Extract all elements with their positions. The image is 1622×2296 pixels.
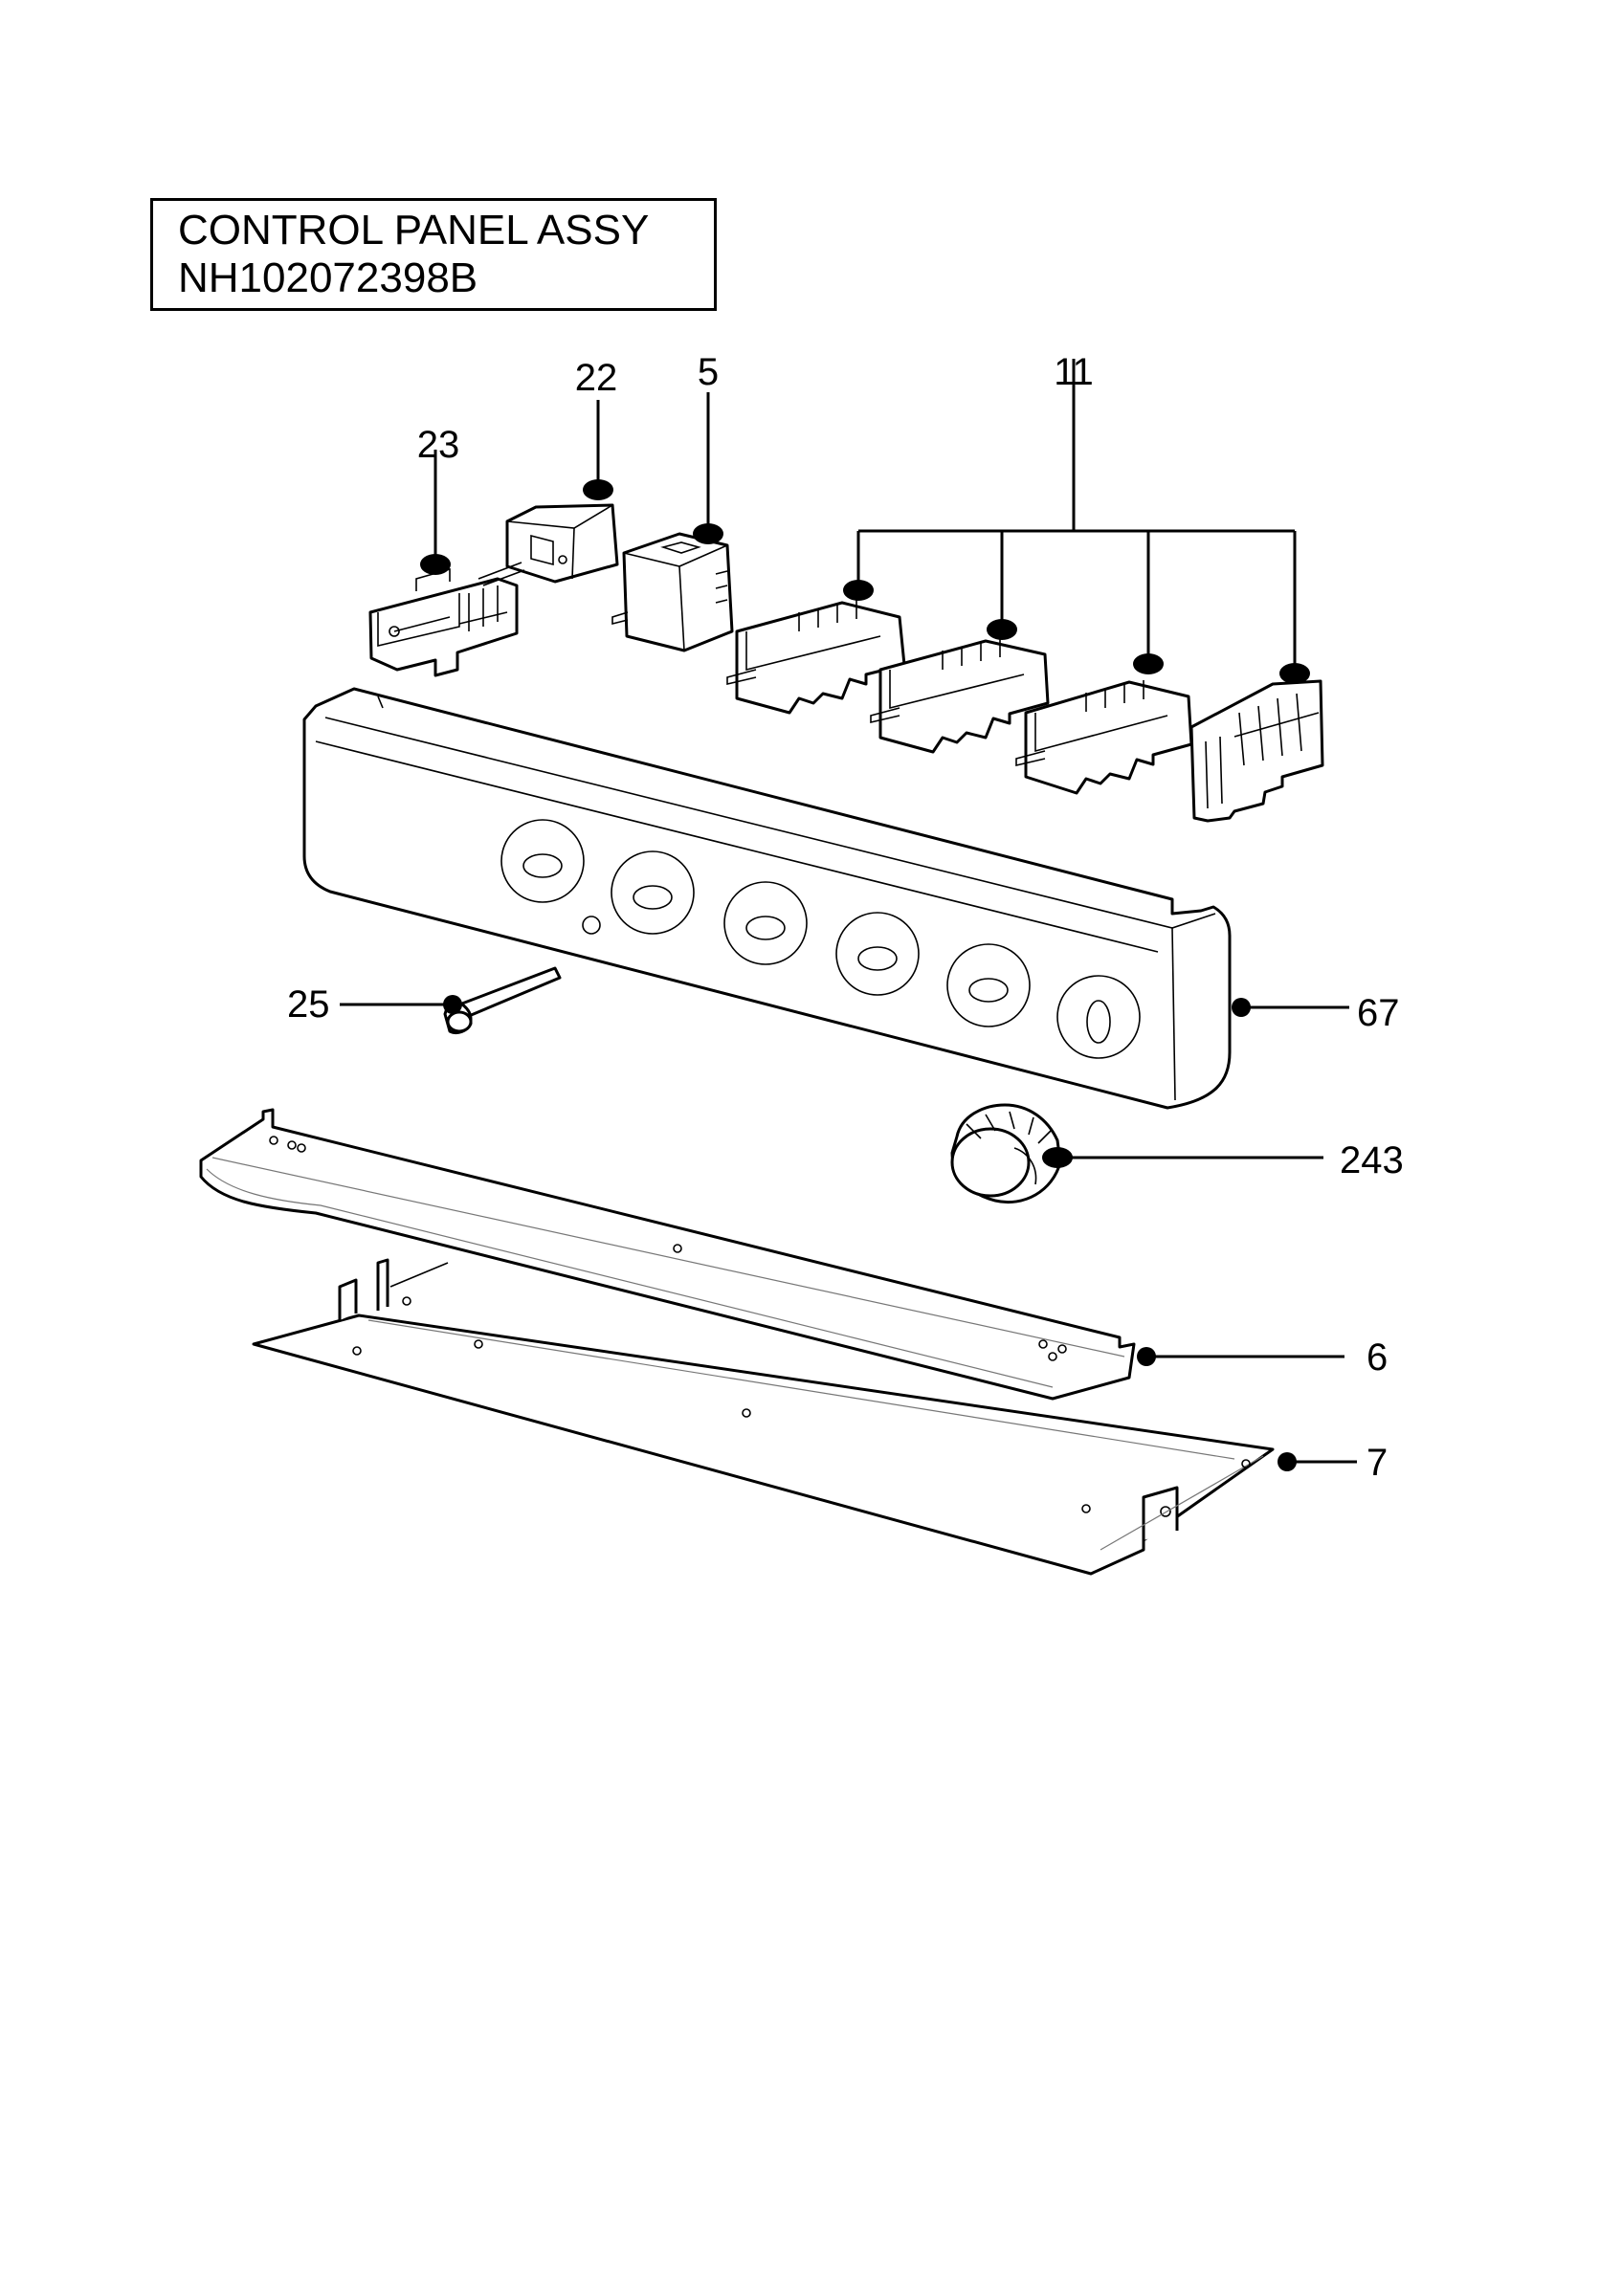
callout-23: 23 [417,424,460,466]
selector-switch-2 [870,638,1050,754]
part-23-switch [368,567,519,677]
assembly-part-number: NH102072398B [178,254,478,301]
callout-25: 25 [287,983,330,1026]
part-7-mounting-plate [252,1258,1275,1576]
part-6-trim-strip [199,1108,1136,1401]
callout-6: 6 [1366,1336,1388,1379]
knob-boss-row [500,819,1141,1059]
callout-11: 11 [1054,351,1094,393]
part-67-control-panel [302,687,1232,1110]
part-22-timer-module [478,503,619,586]
callout-5: 5 [698,351,719,393]
part-25-spindle [443,966,562,1035]
part-243-control-knob [950,1103,1062,1203]
selector-switch-3 [1015,680,1193,795]
leader-lines [340,392,1357,1471]
title-box: CONTROL PANEL ASSY NH102072398B [150,198,717,311]
callout-67: 67 [1357,992,1400,1034]
part-5-energy-regulator [611,532,734,652]
part-11-selector-switches [726,359,1324,823]
assembly-title: CONTROL PANEL ASSY [178,207,650,254]
callout-22: 22 [575,357,618,399]
callout-labels: 23 22 5 11 25 67 243 6 7 [287,351,1404,1484]
selector-switch-4 [1189,679,1324,823]
callout-7: 7 [1366,1442,1388,1484]
selector-switch-1 [726,600,906,715]
callout-243: 243 [1340,1139,1404,1181]
